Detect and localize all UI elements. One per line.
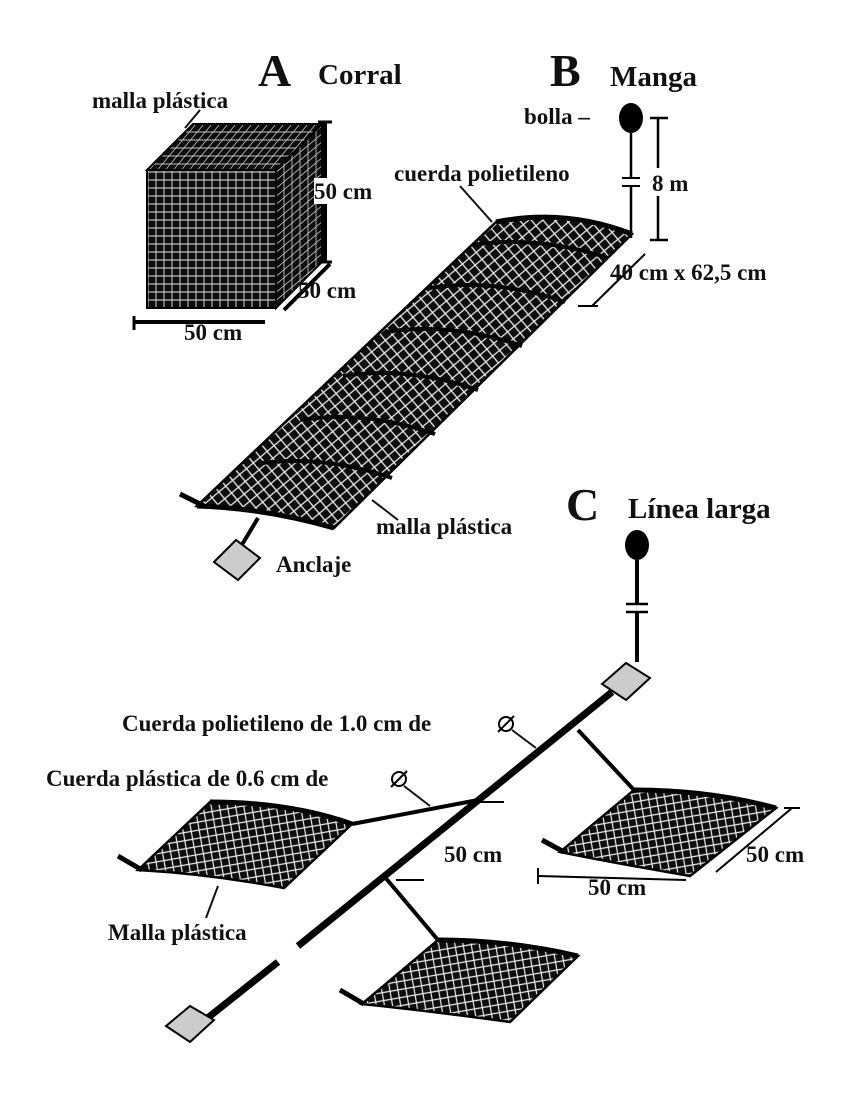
tray-width-label: 50 cm xyxy=(588,875,646,900)
longline-main-rope-lower xyxy=(202,959,281,1023)
corral-mesh-leader xyxy=(184,109,201,129)
corral-height-label: 50 cm xyxy=(314,179,372,204)
branch-rope-label: Cuerda plástica de 0.6 cm de xyxy=(46,766,328,791)
anchor-label: Anclaje xyxy=(276,552,351,577)
main-rope-label: Cuerda polietileno de 1.0 cm de xyxy=(122,711,431,736)
tray-side-label: 50 cm xyxy=(746,842,804,867)
diameter-icon xyxy=(497,715,515,733)
corral-depth-line xyxy=(282,262,332,312)
section-b-title: Manga xyxy=(610,61,698,93)
manga-size-label: 40 cm x 62,5 cm xyxy=(610,260,767,285)
section-b-letter: B xyxy=(550,45,581,96)
manga-length-label: 8 m xyxy=(652,171,688,196)
corral-front-face xyxy=(146,169,277,309)
anchor-rope xyxy=(238,516,260,550)
longline-top-anchor-icon xyxy=(600,661,652,702)
manga-size-line xyxy=(591,253,646,307)
corral-depth-label: 50 cm xyxy=(298,278,356,303)
buoy-label: bolla – xyxy=(524,104,590,129)
section-a-title: Corral xyxy=(318,59,402,91)
section-a-corral: A Corral malla plástica 50 cm 50 cm 50 c… xyxy=(92,45,402,345)
longline-bottom-anchor-icon xyxy=(164,1004,216,1044)
manga-rope-leader xyxy=(459,185,493,223)
corral-width-label: 50 cm xyxy=(184,320,242,345)
tray-mesh-label: Malla plástica xyxy=(108,920,247,945)
manga-mesh-leader xyxy=(371,499,399,521)
anchor-block-icon xyxy=(212,538,262,582)
section-c-letter: C xyxy=(566,479,599,530)
spacing-label: 50 cm xyxy=(444,842,502,867)
buoy-icon xyxy=(619,103,643,133)
section-b-manga: B Manga bolla – 8 m cuerda polietileno xyxy=(178,45,767,582)
diameter-icon-2 xyxy=(390,770,408,788)
branch-rope-right xyxy=(576,728,636,792)
manga-mesh-label: malla plástica xyxy=(376,514,513,539)
longline-buoy-icon xyxy=(625,530,649,560)
section-c-linea-larga: C Línea larga Cuerda polietileno de 1.0 … xyxy=(46,479,804,1044)
tray-width-dimension xyxy=(537,875,687,881)
tray-bottom xyxy=(358,938,581,1024)
manga-rope-label: cuerda polietileno xyxy=(394,161,570,186)
corral-mesh-label: malla plástica xyxy=(92,88,229,113)
branch-rope-left xyxy=(351,798,479,826)
branch-rope-bottom xyxy=(382,874,440,942)
section-a-letter: A xyxy=(258,45,291,96)
manga-hoop-rings xyxy=(255,240,609,480)
section-c-title: Línea larga xyxy=(628,493,771,525)
longline-main-rope-upper xyxy=(295,689,615,949)
tray-side-dimension xyxy=(715,807,793,873)
